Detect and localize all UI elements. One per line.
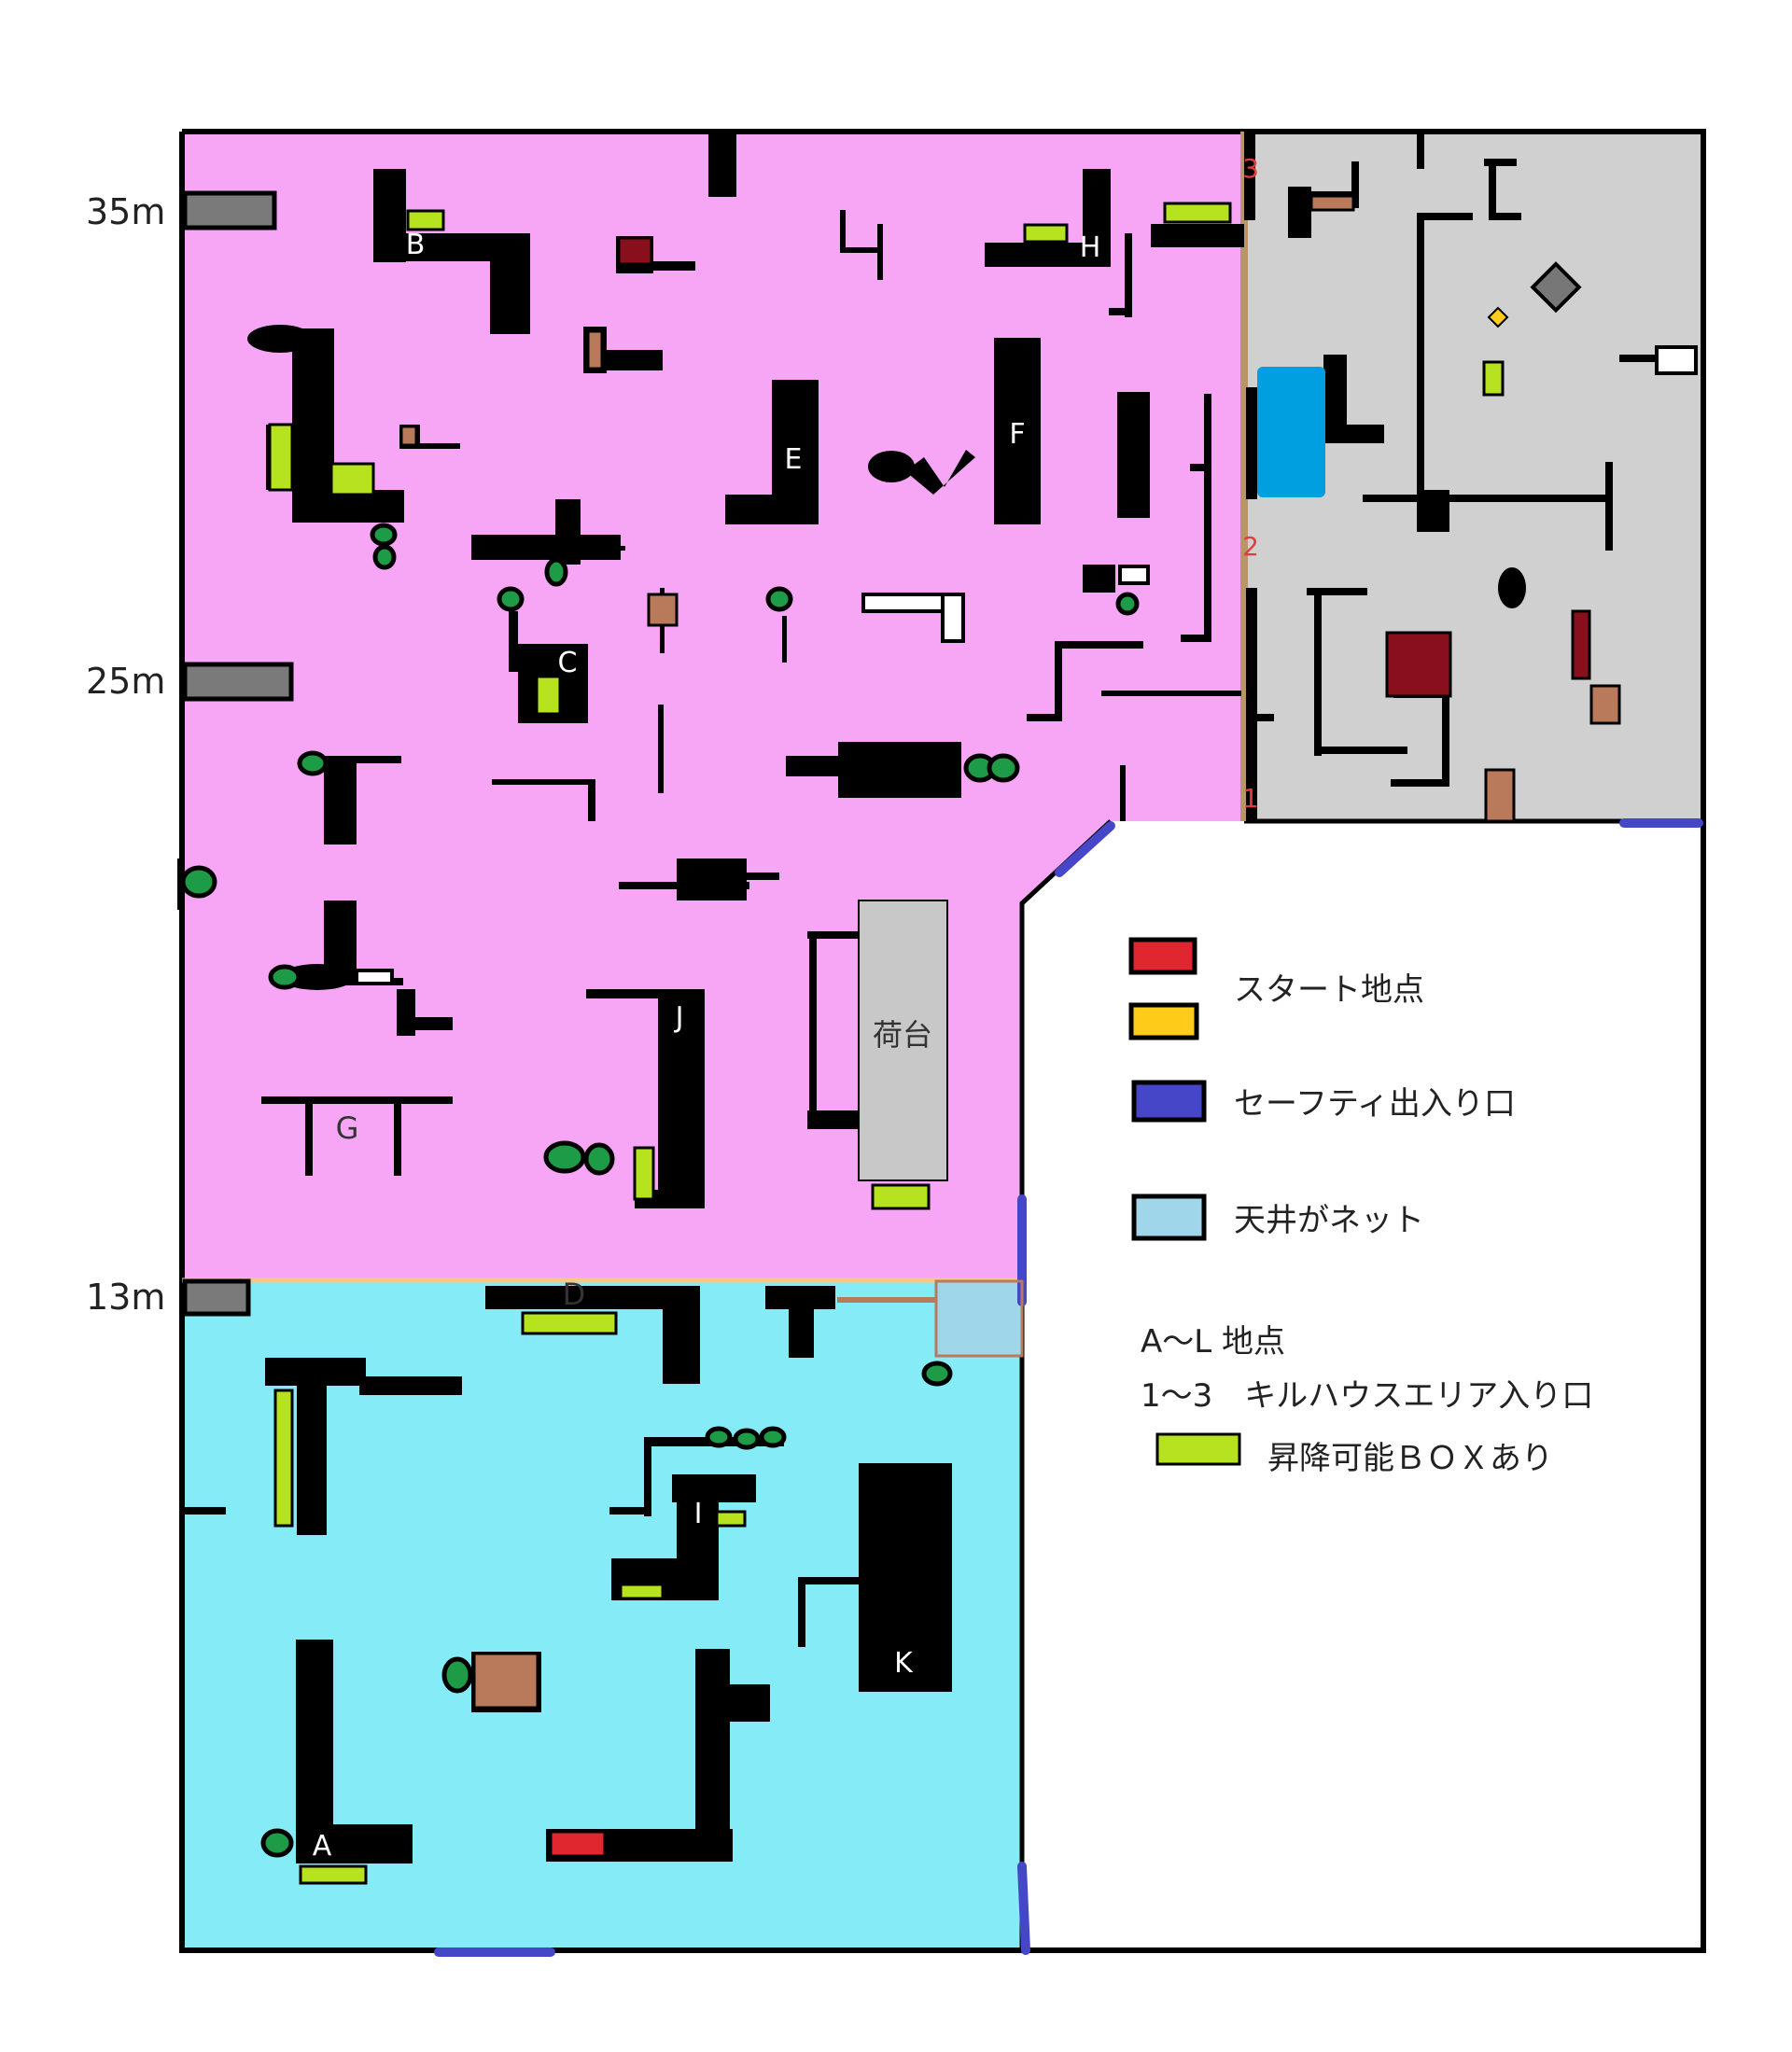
diamond-marker [905,450,975,495]
point-label-f: F [1009,418,1025,451]
legend-safety-swatch [1131,1080,1207,1123]
grey-block [1530,261,1582,314]
pool [1257,367,1325,497]
safety-exit [1017,1862,1030,1955]
legend-points-label: A～L 地点 [1141,1323,1286,1361]
outer-border [179,129,1706,1953]
killhouse-door [1655,345,1698,375]
legend-killhouse-label: 1～3 キルハウスエリア入り口 [1141,1377,1594,1415]
point-label-g: G [336,1110,359,1146]
upper-zone [182,132,1244,1280]
point-label-j: J [674,1001,684,1034]
inner-border-diag [1019,819,1113,1950]
entry-label-1: 1 [1242,783,1259,814]
start-point [549,1830,607,1858]
scale-label-35m: 35m [86,191,166,232]
point-label-d: D [563,1277,586,1312]
yellow-marker [1487,306,1509,328]
side-markers [182,190,294,1317]
legend-box-label: 昇降可能ＢＯＸあり [1267,1440,1553,1477]
legend-net-label: 天井がネット [1234,1202,1424,1239]
point-label-c: C [558,647,578,679]
entry-label-3: 3 [1242,153,1259,184]
net-area-frame [934,1279,1024,1358]
safety-exit [1055,821,1115,877]
brown-boxes [399,194,1621,1710]
legend-start-label: スタート地点 [1234,971,1424,1009]
trees [180,523,1140,1858]
scale-label-25m: 25m [86,661,166,702]
scale-label-13m: 13m [86,1277,166,1318]
legend-start-yellow-swatch [1128,1002,1199,1040]
dark-red-boxes [617,236,1591,698]
ramp [837,1297,936,1303]
legend-box-swatch [1155,1432,1241,1466]
point-label-i: I [694,1498,703,1530]
point-label-b: B [406,229,426,261]
point-label-e: E [785,443,803,476]
cargo-bed [858,900,948,1181]
point-label-a: A [313,1830,332,1863]
point-label-k: K [894,1647,914,1680]
entry-label-2: 2 [1242,531,1259,562]
legend-safety-label: セーフティ出入り口 [1234,1085,1516,1123]
round-obstacle [868,451,915,482]
legend-start-red-swatch [1128,937,1197,975]
upper-walls [177,132,1244,1208]
net-ceiling-area [936,1281,1022,1356]
point-label-h: H [1080,231,1101,264]
lift-boxes [268,202,1505,1885]
white-boxes [355,565,1150,985]
cargo-label: 荷台 [873,1017,932,1053]
legend-net-swatch [1131,1194,1207,1241]
